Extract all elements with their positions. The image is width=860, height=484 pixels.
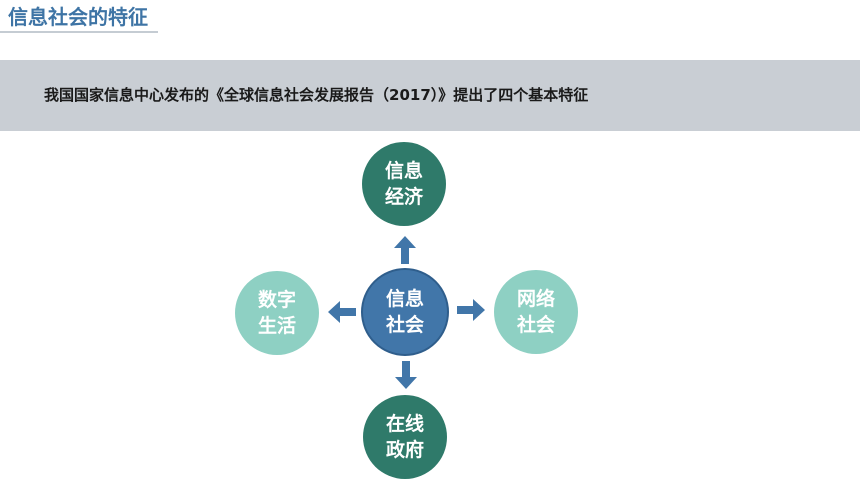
node-information-society: 信息 社会 — [361, 268, 449, 356]
node-digital-life: 数字 生活 — [235, 271, 319, 355]
node-network-society: 网络 社会 — [494, 270, 578, 354]
title-underline — [0, 31, 158, 33]
arrow-up-icon — [394, 236, 416, 264]
arrow-right-icon — [457, 299, 485, 321]
page-title: 信息社会的特征 — [8, 5, 148, 29]
node-label-line1: 信息 — [384, 160, 423, 182]
node-label-line1: 在线 — [385, 413, 424, 435]
node-label-line2: 政府 — [385, 439, 424, 461]
node-label-line1: 信息 — [385, 288, 424, 310]
arrow-left-icon — [328, 301, 356, 323]
banner-text: 我国国家信息中心发布的《全球信息社会发展报告（2017）》提出了四个基本特征 — [44, 86, 589, 104]
node-label-line2: 社会 — [516, 314, 555, 336]
banner: 我国国家信息中心发布的《全球信息社会发展报告（2017）》提出了四个基本特征 — [0, 60, 860, 131]
node-online-government: 在线 政府 — [363, 395, 447, 479]
node-label-line1: 数字 — [257, 289, 296, 311]
arrow-down-icon — [395, 361, 417, 389]
node-label-line1: 网络 — [516, 288, 555, 310]
node-label-line2: 生活 — [257, 315, 296, 337]
node-information-economy: 信息 经济 — [362, 142, 446, 226]
node-label-line2: 经济 — [384, 186, 423, 208]
node-label-line2: 社会 — [385, 314, 424, 336]
